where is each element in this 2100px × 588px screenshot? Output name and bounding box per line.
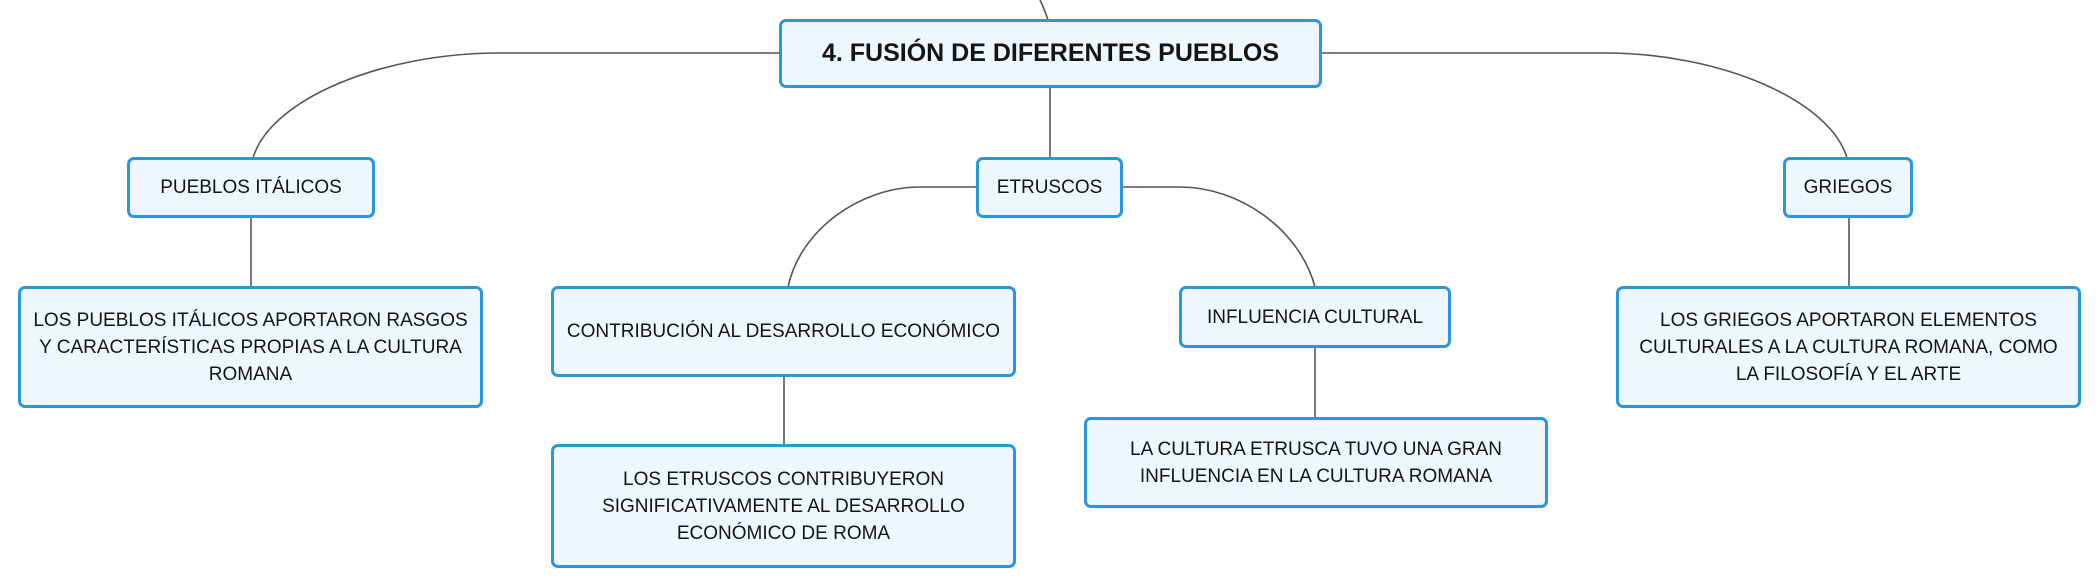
root-topic-label: 4. FUSIÓN DE DIFERENTES PUEBLOS [821,39,1279,67]
subtopic-cultural-detail[interactable]: LA CULTURA ETRUSCA TUVO UNA GRAN INFLUEN… [1084,417,1548,508]
subtopic-influencia-cultural[interactable]: INFLUENCIA CULTURAL [1179,286,1451,348]
subtopic-italicos-detail-text: LOS PUEBLOS ITÁLICOS APORTARON RASGOS Y … [33,309,468,385]
topic-etruscos-label: ETRUSCOS [996,177,1103,198]
subtopic-economico-detail-text: LOS ETRUSCOS CONTRIBUYERON SIGNIFICATIVA… [602,468,965,544]
connector-root-to-italicos [252,52,780,159]
subtopic-griegos-detail-text: LOS GRIEGOS APORTARON ELEMENTOS CULTURAL… [1639,309,2058,385]
root-topic[interactable]: 4. FUSIÓN DE DIFERENTES PUEBLOS [779,19,1322,88]
subtopic-economico-detail[interactable]: LOS ETRUSCOS CONTRIBUYERON SIGNIFICATIVA… [551,444,1016,568]
topic-pueblos-italicos-label: PUEBLOS ITÁLICOS [160,177,342,198]
connector-root-to-griegos [1320,52,1848,159]
connector-parent-to-root [1039,0,1049,21]
topic-etruscos[interactable]: ETRUSCOS [976,157,1123,218]
subtopic-italicos-detail[interactable]: LOS PUEBLOS ITÁLICOS APORTARON RASGOS Y … [18,286,483,408]
topic-pueblos-italicos[interactable]: PUEBLOS ITÁLICOS [127,157,375,218]
connector-etruscos-to-cultural [1122,186,1316,288]
subtopic-contribucion-economica[interactable]: CONTRIBUCIÓN AL DESARROLLO ECONÓMICO [551,286,1016,377]
subtopic-cultural-detail-text: LA CULTURA ETRUSCA TUVO UNA GRAN INFLUEN… [1130,438,1502,487]
subtopic-griegos-detail[interactable]: LOS GRIEGOS APORTARON ELEMENTOS CULTURAL… [1616,286,2081,408]
subtopic-influencia-cultural-label: INFLUENCIA CULTURAL [1206,306,1424,328]
topic-griegos[interactable]: GRIEGOS [1783,157,1913,218]
topic-griegos-label: GRIEGOS [1803,177,1893,198]
subtopic-contribucion-economica-label: CONTRIBUCIÓN AL DESARROLLO ECONÓMICO [566,321,1001,342]
connector-etruscos-to-economico [787,186,977,288]
